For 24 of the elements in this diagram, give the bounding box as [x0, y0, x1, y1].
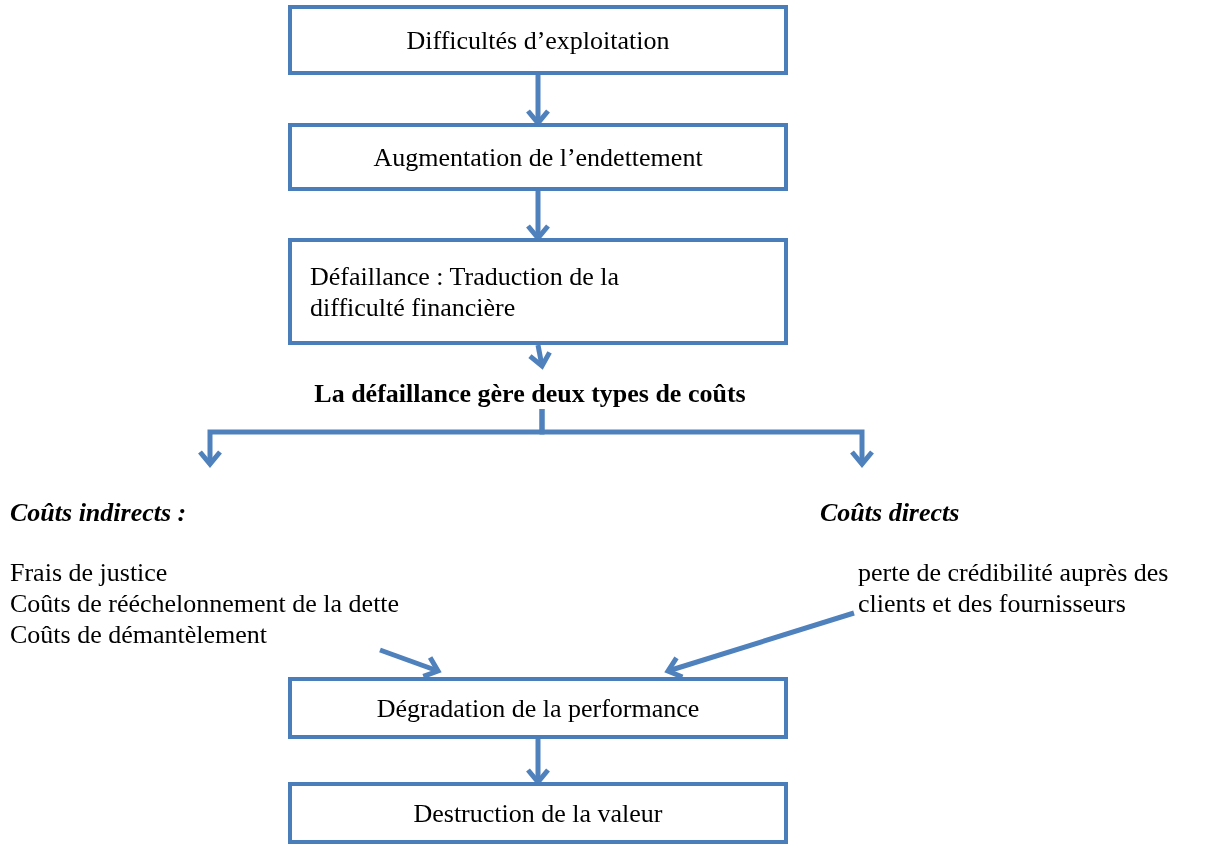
arrow [379, 647, 441, 679]
arrow [665, 610, 855, 680]
box-text: Difficultés d’exploitation [406, 24, 670, 56]
note-text: Frais de justice [10, 557, 168, 588]
arrow [539, 409, 875, 467]
arrow [525, 75, 551, 126]
arrow [527, 344, 553, 369]
arrow [525, 739, 551, 785]
arrow [525, 191, 551, 241]
process-box [288, 677, 788, 739]
note-text: La défaillance gère deux types de coûts [314, 378, 746, 409]
process-box [288, 238, 788, 345]
box-text: Destruction de la valeur [413, 797, 663, 829]
box-text: Augmentation de l’endettement [373, 141, 703, 173]
cost-heading: Coûts indirects : [10, 497, 187, 528]
cost-heading: Coûts directs [820, 497, 960, 528]
process-box [288, 782, 788, 844]
box-text: Dégradation de la performance [376, 692, 700, 724]
process-box [288, 5, 788, 75]
note-text: perte de crédibilité auprès des clients et des fournisseurs [858, 557, 1170, 619]
box-text: Défaillance : Traduction de la difficulté financière [310, 260, 621, 323]
note-text: Coûts de rééchelonnement de la dette [10, 588, 400, 619]
note-text: Coûts de démantèlement [10, 619, 268, 650]
process-box [288, 123, 788, 191]
